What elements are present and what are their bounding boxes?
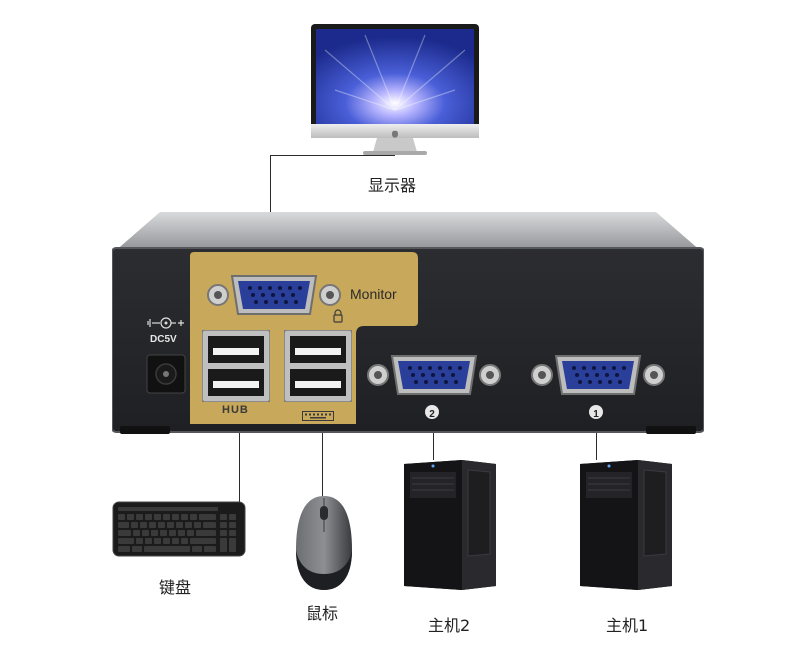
kvm-switch: Monitor DC5V HUB bbox=[111, 212, 705, 434]
monitor-cable bbox=[270, 155, 395, 156]
monitor-label: 显示器 bbox=[368, 176, 417, 195]
keyboard-device bbox=[112, 498, 246, 558]
port1-badge: 1 bbox=[589, 405, 603, 420]
dc-power-icon bbox=[146, 314, 186, 332]
dc-power-jack bbox=[146, 354, 186, 394]
port2-badge: 2 bbox=[425, 405, 439, 420]
host2-label: 主机2 bbox=[428, 616, 471, 635]
pc2-vga-port bbox=[364, 350, 504, 400]
usb-port-stack-hub bbox=[201, 329, 271, 403]
host1-label: 主机1 bbox=[606, 616, 649, 635]
host2-tower bbox=[402, 458, 498, 592]
mouse-cable bbox=[322, 420, 323, 498]
apple-logo-icon bbox=[391, 124, 399, 138]
pc1-vga-port bbox=[528, 350, 668, 400]
mouse-label: 鼠标 bbox=[306, 604, 339, 623]
usb-port-stack-keyboard bbox=[283, 329, 353, 403]
monitor-device bbox=[305, 20, 485, 165]
keyboard-label: 键盘 bbox=[159, 578, 192, 597]
host2-cable bbox=[433, 425, 434, 460]
keyboard-port-icon bbox=[302, 406, 334, 421]
host1-tower bbox=[578, 458, 674, 592]
monitor-port-label: Monitor bbox=[350, 286, 397, 302]
port1-number: 1 bbox=[593, 409, 599, 420]
keyboard-cable bbox=[239, 420, 240, 502]
host1-cable bbox=[596, 425, 597, 460]
power-label: DC5V bbox=[150, 334, 177, 345]
monitor-cable-vertical bbox=[270, 155, 271, 267]
hub-label: HUB bbox=[222, 404, 249, 416]
lock-icon bbox=[332, 308, 344, 323]
port2-number: 2 bbox=[429, 409, 435, 420]
mouse-device bbox=[292, 492, 356, 594]
monitor-vga-port bbox=[204, 270, 344, 320]
